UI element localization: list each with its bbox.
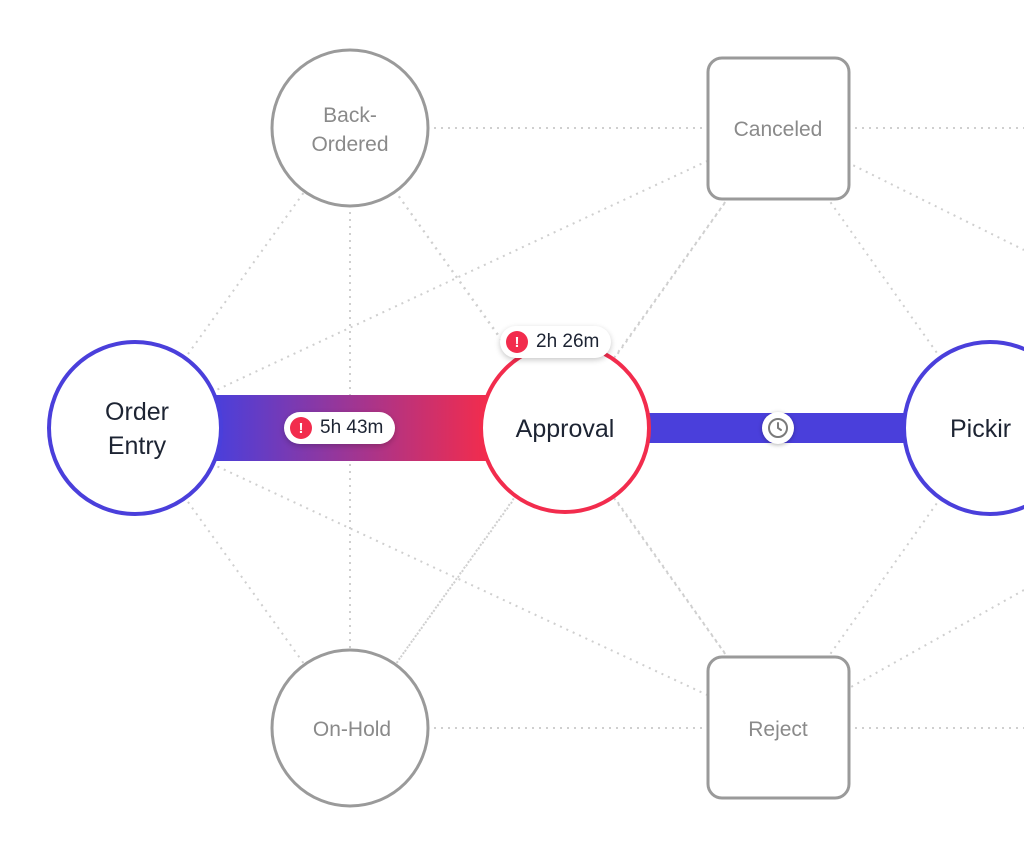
node-label-back-ordered-2: Ordered xyxy=(311,133,388,156)
duration-text-approval: 2h 26m xyxy=(536,331,600,352)
node-label-approval: Approval xyxy=(516,415,615,443)
duration-badge-order-to-approval[interactable]: ! 5h 43m xyxy=(284,412,396,444)
node-label-order-entry-2: Entry xyxy=(108,432,167,460)
duration-badge-approval[interactable]: ! 2h 26m xyxy=(500,326,612,358)
node-order-entry[interactable]: Order Entry xyxy=(47,340,223,516)
node-canceled[interactable]: Canceled xyxy=(706,56,851,201)
node-label-reject: Reject xyxy=(748,718,808,741)
node-label-canceled: Canceled xyxy=(734,118,823,141)
node-on-hold[interactable]: On-Hold xyxy=(270,648,430,808)
alert-icon: ! xyxy=(290,417,312,439)
clock-glyph xyxy=(768,418,788,438)
node-label-on-hold: On-Hold xyxy=(313,718,391,741)
clock-icon[interactable] xyxy=(762,412,794,444)
node-picking[interactable]: Pickir xyxy=(902,340,1024,516)
node-approval[interactable]: Approval xyxy=(479,342,651,514)
alert-icon: ! xyxy=(506,331,528,353)
duration-text-order-to-approval: 5h 43m xyxy=(320,417,384,438)
node-label-picking: Pickir xyxy=(950,415,1011,443)
node-label-order-entry-1: Order xyxy=(105,398,169,426)
node-back-ordered[interactable]: Back- Ordered xyxy=(270,48,430,208)
node-reject[interactable]: Reject xyxy=(706,655,851,800)
node-label-back-ordered-1: Back- xyxy=(323,104,377,127)
